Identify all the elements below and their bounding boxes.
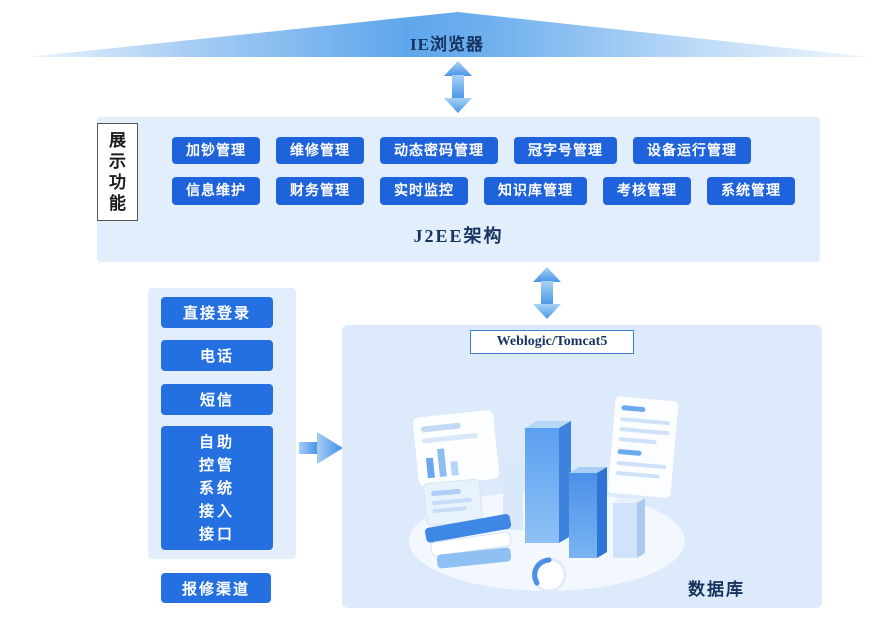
access-node-line: 接入 bbox=[198, 502, 235, 520]
module-node: 冠字号管理 bbox=[514, 137, 617, 165]
access-node-line: 自助 bbox=[198, 433, 235, 451]
module-node: 考核管理 bbox=[603, 177, 691, 205]
weblogic-tomcat-label: Weblogic/Tomcat5 bbox=[470, 330, 634, 354]
module-button-rows: 加钞管理 维修管理 动态密码管理 冠字号管理 设备运行管理 信息维护 财务管理 … bbox=[172, 137, 795, 205]
module-node: 实时监控 bbox=[380, 177, 468, 205]
module-node: 加钞管理 bbox=[172, 137, 260, 165]
module-node: 维修管理 bbox=[276, 137, 364, 165]
module-node: 财务管理 bbox=[276, 177, 364, 205]
presentation-panel: 展示功能 加钞管理 维修管理 动态密码管理 冠字号管理 设备运行管理 信息维护 … bbox=[97, 117, 820, 262]
server-illustration bbox=[409, 395, 685, 593]
module-node: 系统管理 bbox=[707, 177, 795, 205]
database-label: 数据库 bbox=[688, 580, 745, 599]
database-box: Weblogic/Tomcat5 bbox=[342, 325, 822, 608]
access-node-line: 系统 bbox=[198, 479, 235, 497]
roof-shape bbox=[28, 12, 870, 57]
j2ee-label: J2EE架构 bbox=[413, 226, 504, 246]
ie-browser-label: IE浏览器 bbox=[410, 35, 484, 54]
right-arrow-icon bbox=[299, 432, 343, 464]
up-down-arrow-icon bbox=[444, 61, 472, 113]
access-node-line: 接口 bbox=[198, 525, 235, 543]
module-node: 知识库管理 bbox=[484, 177, 587, 205]
up-down-arrow-icon bbox=[533, 267, 561, 319]
module-row-1: 加钞管理 维修管理 动态密码管理 冠字号管理 设备运行管理 bbox=[172, 137, 795, 165]
repair-channel-node: 报修渠道 bbox=[161, 573, 271, 603]
access-panel: 直接登录 电话 短信 自助 控管 系统 接入 接口 bbox=[148, 288, 296, 559]
module-row-2: 信息维护 财务管理 实时监控 知识库管理 考核管理 系统管理 bbox=[172, 177, 795, 205]
access-node-self-service: 自助 控管 系统 接入 接口 bbox=[161, 426, 273, 550]
module-node: 设备运行管理 bbox=[633, 137, 751, 165]
module-node: 信息维护 bbox=[172, 177, 260, 205]
module-node: 动态密码管理 bbox=[380, 137, 498, 165]
access-node: 电话 bbox=[161, 340, 273, 371]
access-node: 直接登录 bbox=[161, 297, 273, 328]
presentation-side-label: 展示功能 bbox=[97, 123, 138, 221]
access-node: 短信 bbox=[161, 384, 273, 415]
access-node-line: 控管 bbox=[198, 456, 235, 474]
